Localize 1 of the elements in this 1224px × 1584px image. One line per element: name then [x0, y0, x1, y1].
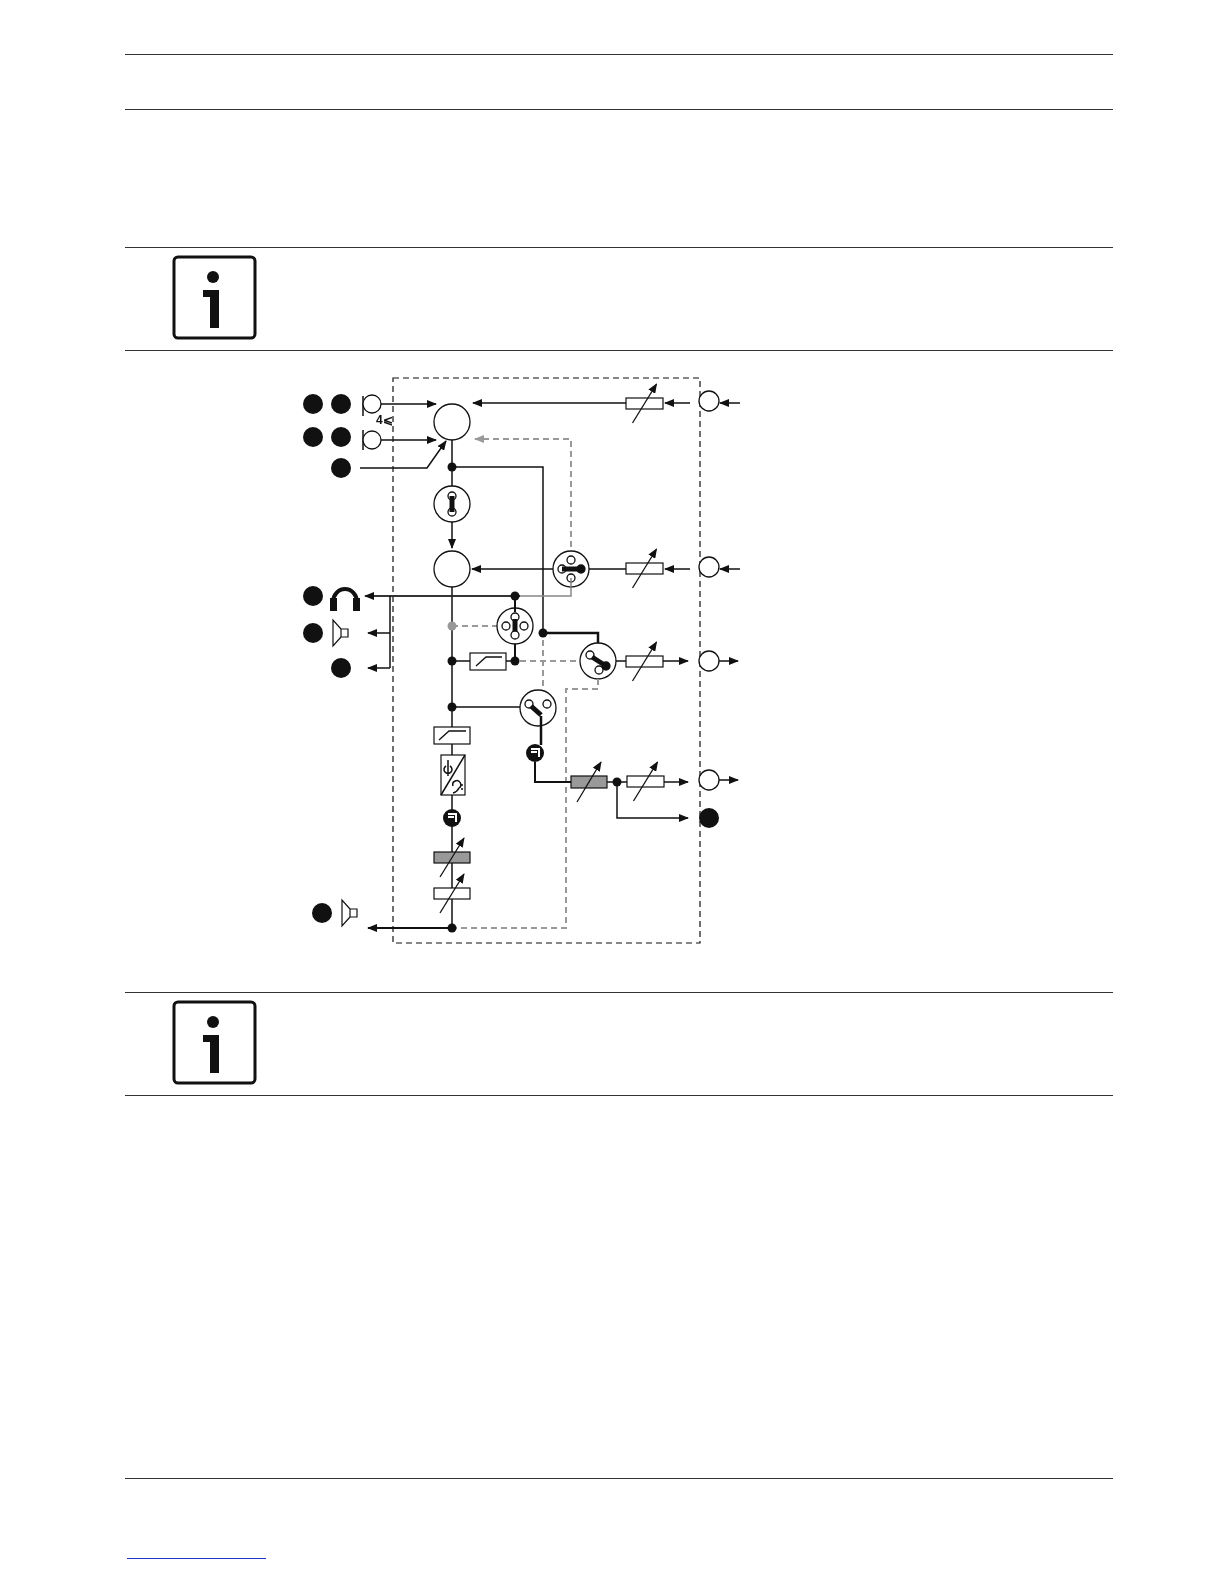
channel-count-label: 4⩽ — [376, 413, 393, 427]
